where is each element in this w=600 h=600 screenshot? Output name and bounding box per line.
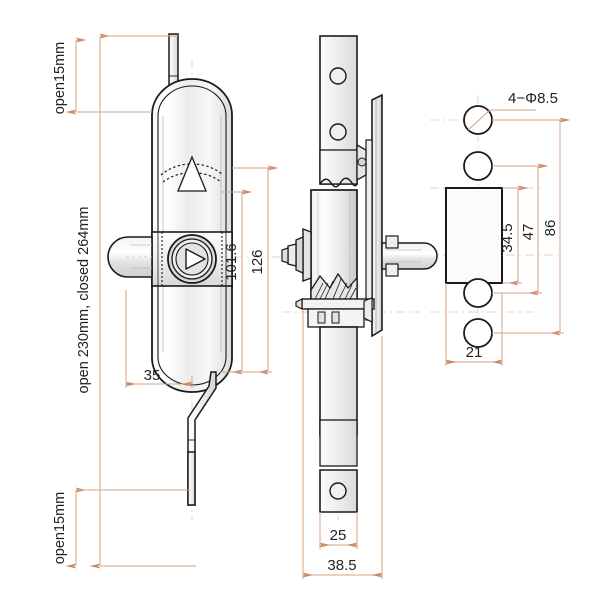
triangle-key-icon (167, 234, 217, 284)
face-plate (365, 93, 383, 338)
lower-rod (187, 371, 217, 506)
label-47: 47 (520, 224, 537, 241)
mount-hole-2 (463, 151, 493, 181)
label-126: 126 (249, 249, 266, 274)
label-overall-vertical: open 230mm, closed 264mm (76, 207, 92, 394)
mount-hole-4 (463, 318, 493, 348)
label-open-bottom: open15mm (52, 492, 68, 565)
mounting-plate-view (445, 105, 536, 348)
label-34-5: 34.5 (499, 223, 516, 252)
label-38-5: 38.5 (327, 557, 356, 574)
horizontal-rod (381, 235, 438, 277)
side-section-view (281, 35, 438, 513)
dimension-labels: open15mm open 230mm, closed 264mm open15… (52, 42, 559, 574)
swing-handle-icon (107, 236, 153, 278)
label-21: 21 (466, 344, 483, 361)
dimension-lines (65, 33, 571, 579)
lower-flat-bar (319, 326, 358, 513)
label-hole-callout: 4−Φ8.5 (508, 90, 558, 107)
label-86: 86 (542, 220, 559, 237)
cam-mechanism (295, 272, 375, 328)
upper-flat-bar (319, 35, 358, 188)
label-35: 35 (144, 367, 161, 384)
pivot-boss (356, 143, 367, 182)
mount-hole-3 (463, 278, 493, 308)
label-open-top: open15mm (52, 42, 68, 115)
label-101-6: 101.6 (223, 243, 240, 281)
label-25: 25 (330, 527, 347, 544)
shaft-nut-assembly (281, 227, 312, 283)
arc-indicator-icon (160, 155, 224, 192)
